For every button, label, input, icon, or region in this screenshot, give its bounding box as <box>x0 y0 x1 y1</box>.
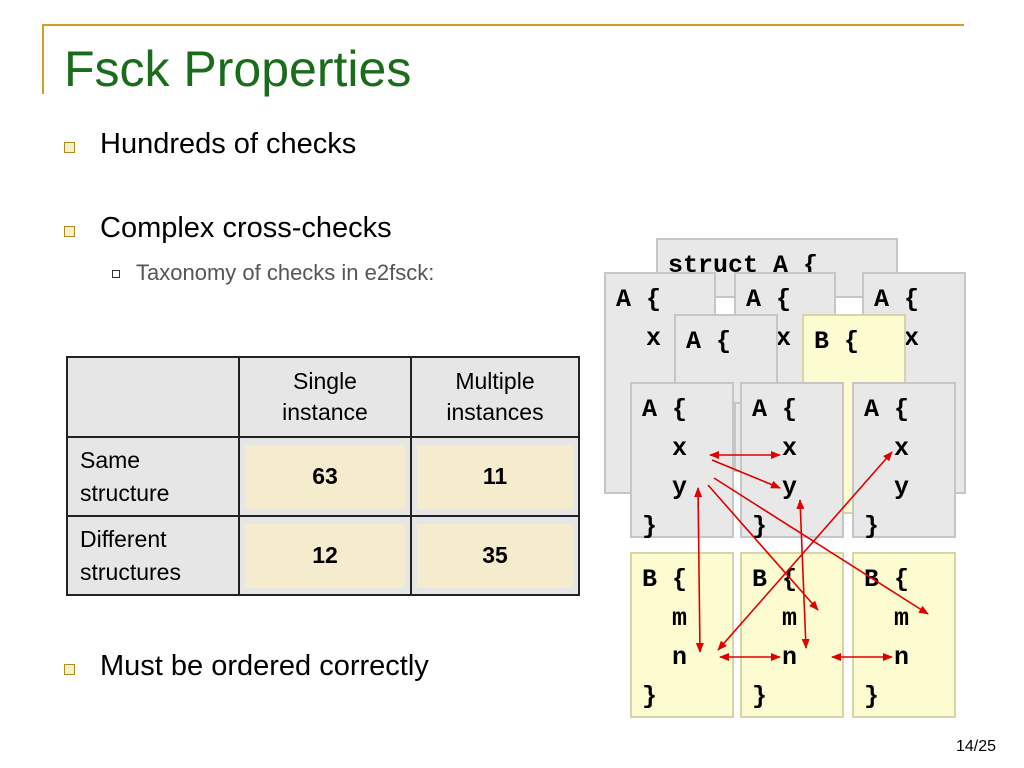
value-same-multiple: 11 <box>417 444 573 509</box>
arrow-x3-n1 <box>717 451 893 651</box>
row-header-different-structures: Different structures <box>66 515 240 596</box>
value-diff-single: 12 <box>245 523 405 588</box>
sub-bullet-taxonomy: Taxonomy of checks in e2fsck: <box>112 260 434 286</box>
struct-a-card-1: A { x y } <box>630 382 734 541</box>
slide-frame-top <box>44 24 964 26</box>
slide-frame-left <box>42 24 44 94</box>
bullet-hundreds-of-checks: Hundreds of checks <box>64 128 356 161</box>
sub-bullet-icon <box>112 270 120 278</box>
table-corner-cell <box>66 356 240 438</box>
slide-title: Fsck Properties <box>64 41 412 97</box>
taxonomy-table: Single instance Multiple instances Same … <box>66 356 580 596</box>
page-number: 14/25 <box>955 738 996 755</box>
row-header-same-structure: Same structure <box>66 436 240 517</box>
bullet-icon <box>64 142 75 153</box>
value-same-single: 63 <box>245 444 405 509</box>
cell-diff-multiple: 35 <box>410 515 580 596</box>
arrow-y1-n1 <box>694 487 704 653</box>
value-diff-multiple: 35 <box>417 523 573 588</box>
arrow-y2-n2 <box>796 499 810 649</box>
cell-same-single: 63 <box>238 436 412 517</box>
struct-b-card-1: B { m n } <box>630 552 734 718</box>
header-single-instance: Single instance <box>238 356 412 438</box>
bullet-must-be-ordered: Must be ordered correctly <box>64 650 429 683</box>
bullet-complex-cross-checks: Complex cross-checks <box>64 212 392 245</box>
bullet-icon <box>64 226 75 237</box>
arrow-y1-m3 <box>713 477 929 615</box>
cell-diff-single: 12 <box>238 515 412 596</box>
bullet-icon <box>64 664 75 675</box>
cell-same-multiple: 11 <box>410 436 580 517</box>
header-multiple-instances: Multiple instances <box>410 356 580 438</box>
struct-a-card-3: A { x y } <box>852 382 956 541</box>
